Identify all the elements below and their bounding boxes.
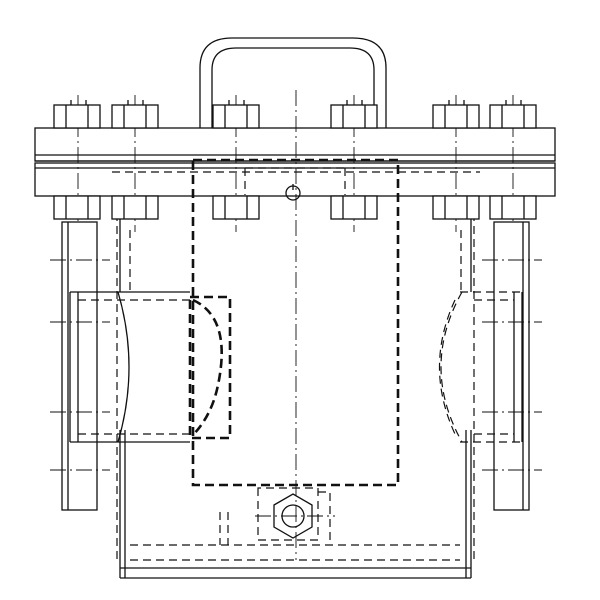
outlet-nozzle [438, 291, 523, 443]
hex-nut [432, 195, 480, 220]
hex-nut-top-row [53, 104, 537, 129]
strainer-basket [188, 158, 400, 487]
support-legs [50, 221, 542, 511]
hex-nut [330, 104, 378, 129]
hex-nut [111, 195, 159, 220]
hex-nut [111, 104, 159, 129]
hex-nut [489, 195, 537, 220]
hex-nut [489, 104, 537, 129]
top-flange-cover [34, 127, 556, 162]
hex-nut [53, 195, 101, 220]
hex-nut [212, 195, 260, 220]
body-flange [34, 160, 556, 197]
hex-nut [330, 195, 378, 220]
hex-nut [53, 104, 101, 129]
hex-nut-bottom-row [53, 195, 537, 220]
lifting-handle [199, 37, 387, 128]
inlet-nozzle [69, 291, 190, 443]
hex-nut [212, 104, 260, 129]
hex-nut [432, 104, 480, 129]
drain-hex-plug [219, 487, 335, 545]
